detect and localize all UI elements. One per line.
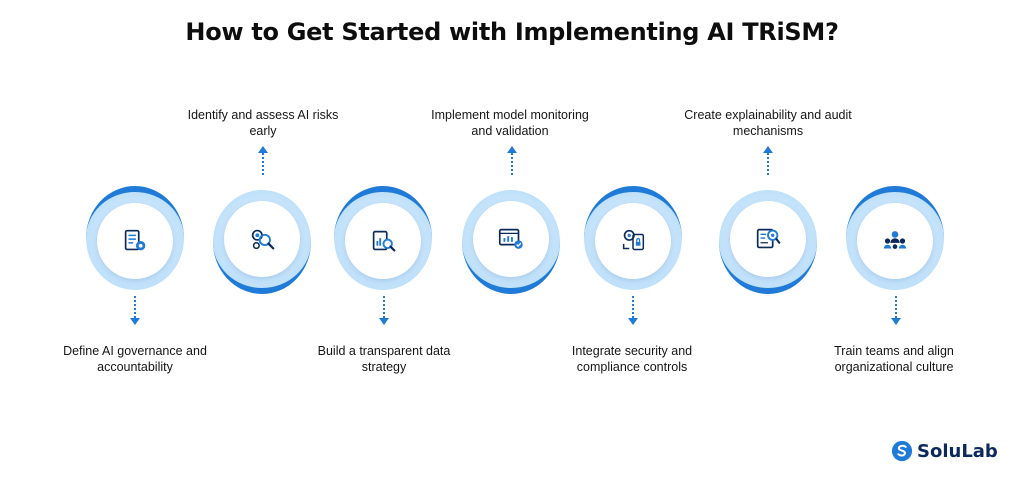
risk-assessment-magnifier-icon [251,229,275,250]
step-5-ring [584,186,682,290]
step-5-connector [628,296,638,325]
audit-document-magnifier-icon [756,228,781,249]
page-title: How to Get Started with Implementing AI … [185,18,839,46]
step-2-ring [213,190,311,294]
step-6-disc [730,201,806,277]
team-people-icon [883,231,907,249]
step-3-disc [345,203,421,279]
step-5-label: Integrate security and compliance contro… [571,344,693,374]
step-3-connector [379,296,389,325]
step-6-label: Create explainability and audit mechanis… [684,108,852,138]
governance-document-gear-icon [124,229,146,251]
data-report-magnifier-icon [372,230,396,252]
security-gear-lock-icon [622,229,645,251]
step-6-connector [763,146,773,175]
monitoring-dashboard-icon [498,228,523,249]
step-3-label: Build a transparent data strategy [317,344,451,374]
step-4-disc [473,201,549,277]
step-6-ring [719,190,817,294]
step-7-ring [846,186,944,290]
step-7-disc [857,203,933,279]
step-4-label: Implement model monitoring and validatio… [431,108,589,138]
step-4-ring [462,190,560,294]
step-7-connector [891,296,901,325]
brand-name: SoluLab [917,440,998,462]
step-1-ring [86,186,184,290]
step-2-label: Identify and assess AI risks early [187,108,339,138]
brand-logo: SoluLab [891,440,998,462]
solulab-logo-icon [891,440,913,462]
step-2-connector [258,146,268,175]
step-5-disc [595,203,671,279]
step-3-ring [334,186,432,290]
step-2-disc [224,201,300,277]
step-1-connector [130,296,140,325]
step-7-label: Train teams and align organizational cul… [834,344,954,374]
step-1-label: Define AI governance and accountability [63,344,207,374]
step-1-disc [97,203,173,279]
step-4-connector [507,146,517,175]
